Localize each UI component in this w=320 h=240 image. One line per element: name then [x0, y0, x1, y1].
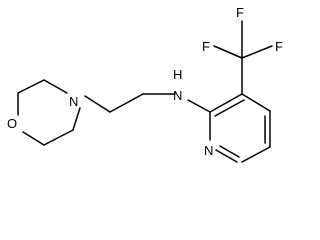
bond — [213, 45, 243, 59]
bond — [209, 93, 243, 113]
bond — [17, 79, 45, 94]
bond — [215, 149, 238, 163]
fluorine-label: F — [202, 39, 210, 54]
pyridine-ring — [209, 93, 271, 163]
bond — [241, 45, 273, 59]
morpholine-ring — [17, 79, 81, 146]
ethyl-linker — [84, 93, 176, 113]
bond — [219, 145, 240, 158]
fluorine-label: F — [275, 39, 283, 54]
bond — [84, 95, 111, 113]
bond — [187, 99, 211, 113]
morpholine-nitrogen-label: N — [69, 94, 78, 109]
bond — [43, 129, 74, 146]
bond — [43, 79, 68, 94]
bond — [72, 107, 81, 131]
amine-nitrogen-label: N — [173, 88, 182, 103]
trifluoromethyl-group — [213, 20, 273, 95]
chemical-structure-diagram: O N H N N F F F — [7, 5, 283, 163]
pyridine-nitrogen-label: N — [204, 143, 213, 158]
fluorine-label: F — [236, 5, 244, 20]
amine-hydrogen-label: H — [173, 67, 182, 82]
morpholine-oxygen-label: O — [7, 116, 17, 131]
bond — [241, 146, 271, 163]
bond — [241, 93, 271, 112]
bond — [214, 99, 245, 117]
bond — [109, 93, 144, 113]
bond — [22, 131, 45, 146]
